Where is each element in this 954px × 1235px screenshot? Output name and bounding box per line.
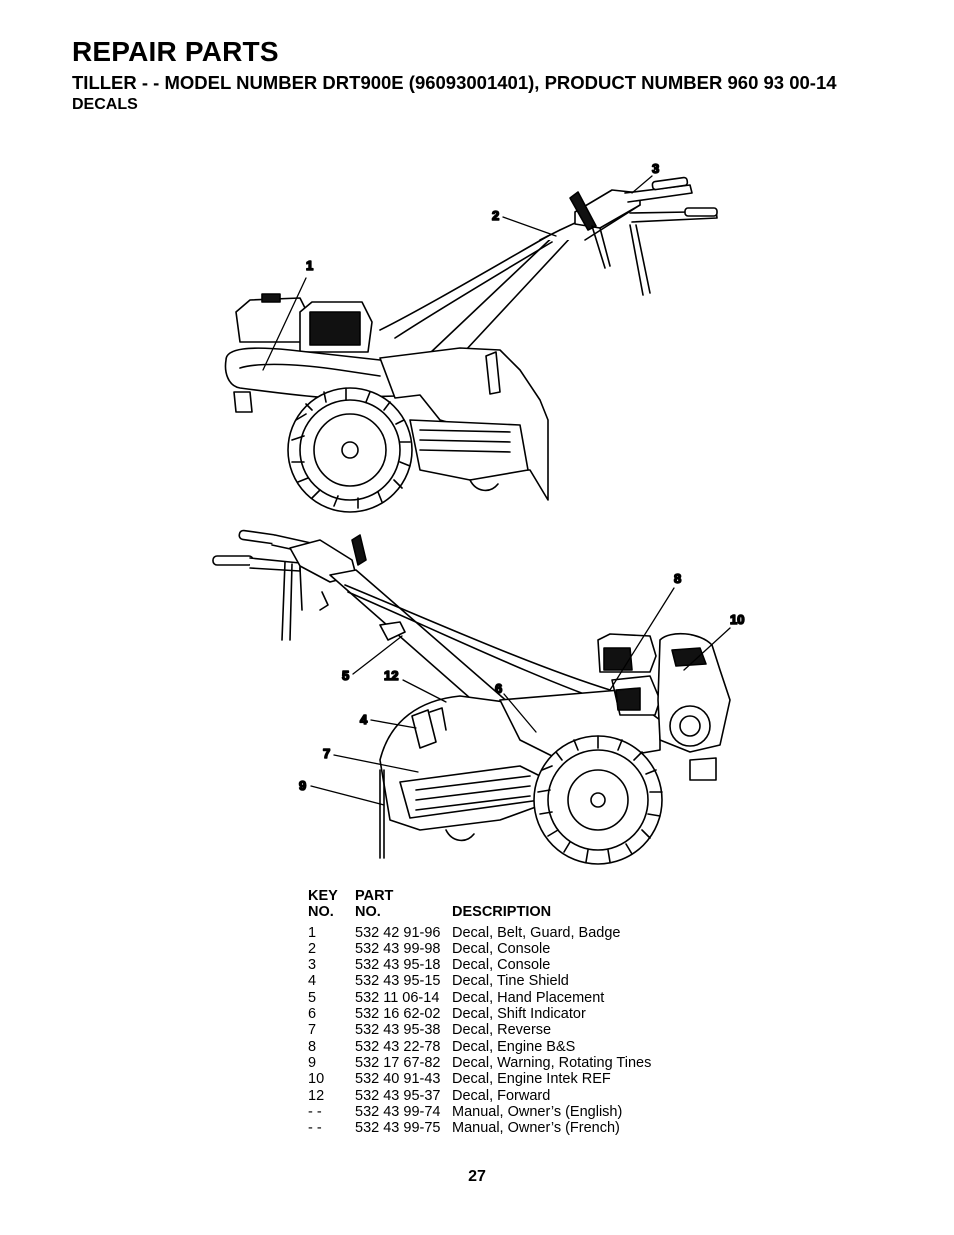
row-key: 7 [308, 1022, 317, 1039]
table-row: 5 532 11 06-14 Decal, Hand Placement [308, 990, 651, 1006]
table-row: - - 532 43 99-75 Manual, Owner’s (French) [308, 1120, 651, 1136]
table-row: 9 532 17 67-82 Decal, Warning, Rotating Ti… [308, 1055, 651, 1071]
table-row: 6 532 16 62-02 Decal, Shift Indicator [308, 1006, 651, 1022]
callout-4: 4 [360, 712, 368, 727]
parts-table: KEY PART NO. NO. DESCRIPTION 1 532 42 91-… [308, 888, 651, 1136]
parts-header-line2: NO. NO. DESCRIPTION [308, 904, 651, 920]
row-key: - - [308, 1120, 322, 1137]
callout-12: 12 [384, 668, 398, 683]
row-description: Manual, Owner’s (French) [452, 1120, 620, 1137]
row-description: Decal, Engine B&S [452, 1038, 576, 1055]
row-description: Decal, Shift Indicator [452, 1006, 586, 1023]
row-key: 3 [308, 957, 317, 974]
tiller-bottom-illustration [212, 529, 731, 865]
callout-10: 10 [730, 612, 744, 627]
row-key: 10 [308, 1071, 325, 1088]
row-part: 532 11 06-14 [355, 989, 440, 1006]
section-heading: DECALS [72, 96, 138, 113]
row-part: 532 42 91-96 [355, 924, 441, 941]
callout-2: 2 [492, 208, 499, 223]
callout-8: 8 [674, 571, 681, 586]
table-row: 1 532 42 91-96 Decal, Belt, Guard, Badge [308, 925, 651, 941]
row-part: 532 43 22-78 [355, 1038, 441, 1055]
header-part-no: NO. [355, 904, 381, 921]
row-part: 532 40 91-43 [355, 1071, 441, 1088]
row-description: Decal, Console [452, 940, 551, 957]
row-key: - - [308, 1103, 322, 1120]
table-row: 10 532 40 91-43 Decal, Engine Intek REF [308, 1071, 651, 1087]
row-part: 532 43 95-15 [355, 973, 441, 990]
page-title: REPAIR PARTS [72, 36, 279, 67]
header-part: PART [355, 888, 394, 904]
tiller-top-illustration [224, 176, 718, 513]
row-key: 2 [308, 940, 317, 957]
header-key-no: NO. [308, 904, 334, 921]
row-part: 532 43 95-38 [355, 1022, 441, 1039]
row-part: 532 43 99-98 [355, 940, 441, 957]
bottom-callouts: 8 10 5 12 6 4 7 9 [298, 570, 745, 806]
table-row: 7 532 43 95-38 Decal, Reverse [308, 1022, 651, 1038]
row-key: 1 [308, 924, 317, 941]
row-description: Manual, Owner’s (English) [452, 1103, 623, 1120]
top-callouts: 1 2 3 [262, 160, 660, 371]
row-part: 532 17 67-82 [355, 1054, 441, 1071]
callout-1: 1 [306, 258, 313, 273]
row-part: 532 43 95-18 [355, 957, 441, 974]
row-part: 532 43 95-37 [355, 1087, 441, 1104]
row-description: Decal, Warning, Rotating Tines [452, 1054, 652, 1071]
page-number: 27 [468, 1168, 486, 1185]
header-key: KEY [308, 888, 338, 904]
row-description: Decal, Reverse [452, 1022, 552, 1039]
callout-3: 3 [652, 161, 659, 176]
row-key: 6 [308, 1006, 317, 1023]
row-key: 5 [308, 989, 317, 1006]
table-row: 4 532 43 95-15 Decal, Tine Shield [308, 973, 651, 989]
callout-9: 9 [299, 778, 306, 793]
row-description: Decal, Hand Placement [452, 989, 605, 1006]
row-key: 9 [308, 1054, 317, 1071]
row-description: Decal, Engine Intek REF [452, 1071, 611, 1088]
row-part: 532 16 62-02 [355, 1006, 441, 1023]
row-description: Decal, Forward [452, 1087, 551, 1104]
table-row: - - 532 43 99-74 Manual, Owner’s (English) [308, 1104, 651, 1120]
table-row: 12 532 43 95-37 Decal, Forward [308, 1088, 651, 1104]
table-row: 3 532 43 95-18 Decal, Console [308, 957, 651, 973]
row-description: Decal, Console [452, 957, 551, 974]
model-subtitle: TILLER - - MODEL NUMBER DRT900E (9609300… [72, 72, 837, 93]
callout-6: 6 [495, 681, 502, 696]
row-description: Decal, Belt, Guard, Badge [452, 924, 621, 941]
callout-7: 7 [323, 746, 330, 761]
table-row: 8 532 43 22-78 Decal, Engine B&S [308, 1039, 651, 1055]
row-part: 532 43 99-74 [355, 1103, 441, 1120]
row-key: 4 [308, 973, 317, 990]
callout-5: 5 [342, 668, 349, 683]
row-part: 532 43 99-75 [355, 1120, 441, 1137]
row-description: Decal, Tine Shield [452, 973, 569, 990]
row-key: 8 [308, 1038, 317, 1055]
header-description: DESCRIPTION [452, 904, 552, 921]
table-row: 2 532 43 99-98 Decal, Console [308, 941, 651, 957]
row-key: 12 [308, 1087, 325, 1104]
parts-header-line1: KEY PART [308, 888, 651, 904]
